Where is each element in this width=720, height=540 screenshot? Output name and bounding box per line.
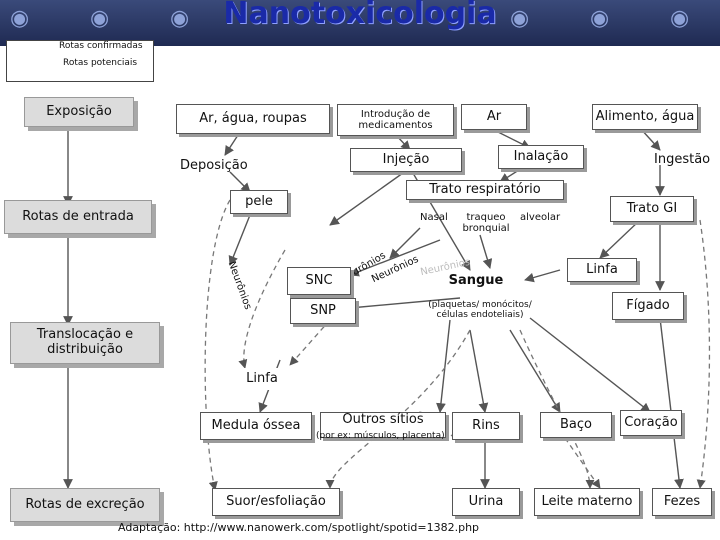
stage-translocation: Translocação e distribuição [10, 322, 160, 364]
eye-icon: ◉ [170, 6, 190, 31]
node-tracheo: traqueo bronquial [462, 212, 510, 234]
node-cns: SNC [287, 267, 351, 295]
node-lymph-1: Linfa [567, 258, 637, 282]
node-ingestion: Ingestão [654, 152, 711, 167]
legend-potential: Rotas potenciais [63, 58, 138, 68]
node-liver: Fígado [612, 292, 684, 320]
node-food: Alimento, água [592, 104, 698, 130]
node-heart: Coração [620, 410, 682, 436]
eye-icon: ◉ [90, 6, 110, 31]
node-other-sites: Outros sítios [320, 412, 446, 438]
node-other-sites-label: Outros sítios [342, 412, 424, 427]
node-pns: SNP [290, 298, 356, 324]
node-inhalation: Inalação [498, 145, 584, 169]
node-spleen: Baço [540, 412, 612, 438]
eye-icon: ◉ [10, 6, 30, 31]
eye-icon: ◉ [670, 6, 690, 31]
node-kidneys: Rins [452, 412, 520, 440]
node-sweat: Suor/esfoliação [212, 488, 340, 516]
node-air: Ar [461, 104, 527, 130]
source-credit: Adaptação: http://www.nanowerk.com/spotl… [118, 521, 480, 534]
node-marrow: Medula óssea [200, 412, 312, 440]
eye-icon: ◉ [510, 6, 530, 31]
node-injection: Injeção [350, 148, 462, 172]
node-alveolar: alveolar [520, 212, 561, 223]
node-milk: Leite materno [534, 488, 640, 516]
node-nasal: Nasal [420, 212, 448, 223]
node-other-sites-detail: (por ex: músculos, placenta) [316, 431, 445, 441]
node-medicine: Introdução de medicamentos [337, 104, 454, 136]
node-blood-detail: (plaquetas/ monócitos/ células endotelia… [428, 300, 532, 320]
node-respiratory: Trato respiratório [406, 180, 564, 200]
eye-icon: ◉ [590, 6, 610, 31]
node-lymph-2: Linfa [236, 368, 288, 390]
title-banner: ◉ ◉ ◉ ◉ ◉ ◉ [0, 0, 720, 46]
legend-confirmed: Rotas confirmadas [59, 41, 143, 51]
node-deposition: Deposição [180, 158, 248, 173]
node-skin: pele [230, 190, 288, 214]
stage-excretion: Rotas de excreção [10, 488, 160, 522]
stage-entry: Rotas de entrada [4, 200, 152, 234]
page-title: Nanotoxicologia [223, 0, 497, 31]
node-clothing: Ar, água, roupas [176, 104, 330, 134]
legend: Rotas confirmadas Rotas potenciais [6, 40, 154, 82]
stage-exposure: Exposição [24, 97, 134, 127]
node-feces: Fezes [652, 488, 712, 516]
node-urine: Urina [452, 488, 520, 516]
node-gi: Trato GI [610, 196, 694, 222]
node-blood: Sangue [440, 272, 512, 290]
